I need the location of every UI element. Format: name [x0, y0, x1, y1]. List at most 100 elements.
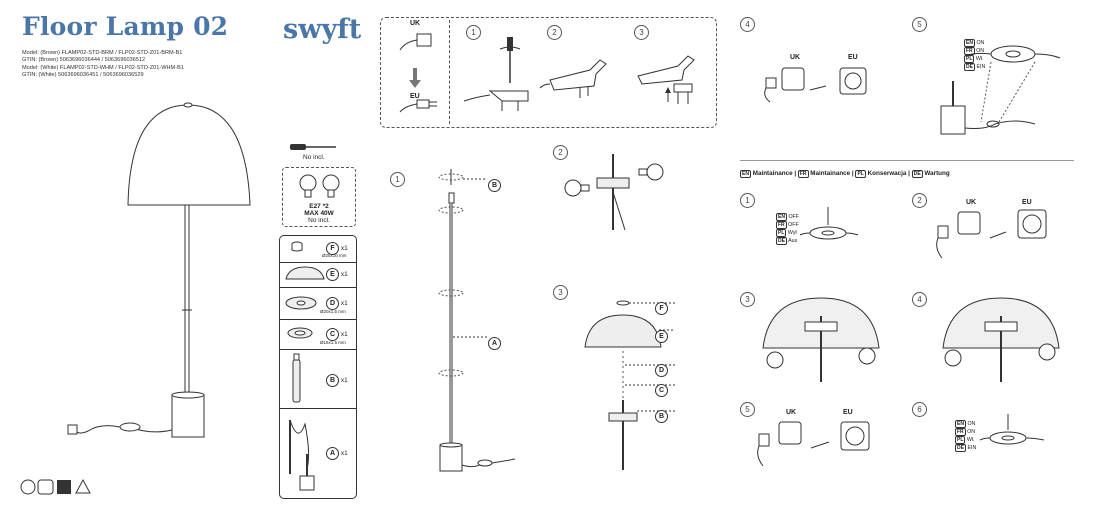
heading-text: Maintainance — [810, 170, 851, 177]
part-size: Ø16x1.5 mm — [320, 340, 346, 345]
part-letter: F — [655, 302, 668, 315]
parts-list — [279, 235, 357, 499]
switch-text: OFF — [788, 222, 799, 228]
foot-switch-illustration — [940, 45, 1061, 135]
remove-bulbs-illustration — [762, 297, 880, 382]
part-letter: B — [326, 374, 339, 387]
lang-tag: DE — [776, 237, 787, 245]
maintenance-step-2: 2 — [912, 193, 927, 208]
bulb-power: MAX 40W — [304, 210, 334, 217]
label-f-callout: F — [655, 297, 668, 315]
part-a-label: A x1 — [326, 447, 348, 460]
m5-uk-label: UK — [786, 409, 797, 416]
foot-switch-off-illustration — [799, 207, 859, 240]
label-b-callout: B — [655, 405, 668, 423]
divider — [449, 20, 450, 124]
switch-text: Aus — [788, 238, 798, 244]
part-letter: E — [655, 330, 668, 343]
part-c-label: C x1 — [326, 328, 348, 341]
lang-tag: FR — [776, 221, 787, 229]
part-letter: D — [655, 364, 668, 377]
switch-text: Wył — [787, 230, 797, 236]
assembly-step-5: 5 — [912, 17, 927, 32]
step4-eu-label: EU — [848, 54, 858, 61]
compliance-icons — [20, 478, 91, 495]
product-title: Floor Lamp 02 — [22, 12, 229, 41]
part-qty: x1 — [340, 271, 348, 278]
step4-uk-label: UK — [790, 54, 801, 61]
m2-uk-label: UK — [966, 199, 977, 206]
meta-line: Model: (White) FLAMP02-STD-WHM / FLP02-S… — [22, 64, 184, 71]
part-c-illustration — [287, 327, 313, 339]
switch-on-legend: EN ON FR ON PL Wł. DE EIN — [964, 39, 985, 71]
part-size: Ø25x10 mm — [322, 253, 347, 258]
plug-step-2: 2 — [547, 25, 562, 40]
part-letter: F — [326, 242, 339, 255]
part-d-label: D x1 — [326, 297, 348, 310]
plug-step-3-illustration — [637, 55, 695, 104]
lang-tag: EN — [740, 170, 751, 178]
plug-eu-label: EU — [410, 93, 420, 100]
lang-tag: PL — [955, 436, 966, 444]
part-letter: A — [488, 337, 501, 350]
switch-text: EIN — [967, 445, 977, 451]
replug-illustration — [757, 421, 870, 467]
part-f-illustration — [291, 241, 303, 252]
plug-step-1-illustration — [463, 37, 529, 111]
lamp-illustration — [67, 102, 251, 438]
label-b-callout: B — [488, 174, 501, 192]
model-info: Model: (Brown) FLAMP02-STD-BRM / FLP02-S… — [22, 50, 222, 80]
plug-conversion-panel — [380, 17, 717, 128]
plug-step-2-illustration — [539, 59, 607, 98]
switch-text: ON — [967, 421, 976, 427]
switch-text: OFF — [788, 214, 800, 220]
screwdriver-note: No incl. — [303, 154, 325, 161]
maintenance-step-6: 6 — [912, 402, 927, 417]
part-letter: C — [655, 384, 668, 397]
switch-text: Wł. — [966, 437, 975, 443]
lang-tag: DE — [964, 63, 975, 71]
unplug-illustration — [936, 209, 1047, 259]
section-divider — [740, 160, 1074, 161]
label-e-callout: E — [655, 325, 668, 343]
assembly-step-3: 3 — [553, 285, 568, 300]
lang-tag: EN — [955, 420, 966, 428]
m5-eu-label: EU — [843, 409, 853, 416]
switch-text: Wł. — [975, 56, 984, 62]
assembly-step-2-illustration — [564, 154, 664, 231]
heading-text: Konserwacja — [867, 170, 907, 177]
switch-text: ON — [967, 429, 976, 435]
lang-tag: PL — [776, 229, 787, 237]
bulb-box: E27 *2 MAX 40W No incl. — [282, 167, 356, 227]
label-d-callout: D — [655, 359, 668, 377]
lang-tag: PL — [855, 170, 866, 178]
assembly-step-4: 4 — [740, 17, 755, 32]
lang-tag: DE — [955, 444, 966, 452]
part-size: Ø20x1.5 mm — [320, 309, 346, 314]
replace-bulbs-illustration — [942, 297, 1060, 382]
brand-logo: swyft — [283, 14, 362, 45]
part-e-label: E x1 — [326, 268, 348, 281]
lang-tag: DE — [911, 170, 923, 178]
maintenance-step-3: 3 — [740, 292, 755, 307]
maintenance-step-1: 1 — [740, 193, 755, 208]
label-a-callout: A — [488, 332, 501, 350]
socket-illustration — [764, 67, 867, 103]
part-qty: x1 — [340, 331, 348, 338]
lang-tag: EN — [964, 39, 975, 47]
foot-switch-on-illustration — [979, 414, 1045, 445]
maintenance-step-5: 5 — [740, 402, 755, 417]
part-letter: B — [488, 179, 501, 192]
maintenance-heading: EN Maintainance | FR Maintainance | PL K… — [740, 170, 950, 178]
plug-uk-label: UK — [410, 20, 421, 27]
label-c-callout: C — [655, 379, 668, 397]
meta-line: Model: (Brown) FLAMP02-STD-BRM / FLP02-S… — [22, 50, 183, 56]
switch-off-legend: EN OFF FR OFF PL Wył DE Aus — [776, 213, 799, 245]
heading-text: Maintainance — [752, 170, 793, 177]
part-qty: x1 — [340, 450, 348, 457]
assembly-step-1: 1 — [390, 172, 405, 187]
part-qty: x1 — [340, 377, 348, 384]
heading-text: Wartung — [924, 170, 950, 177]
switch-text: ON — [976, 40, 985, 46]
part-f-label: F x1 — [326, 242, 348, 255]
